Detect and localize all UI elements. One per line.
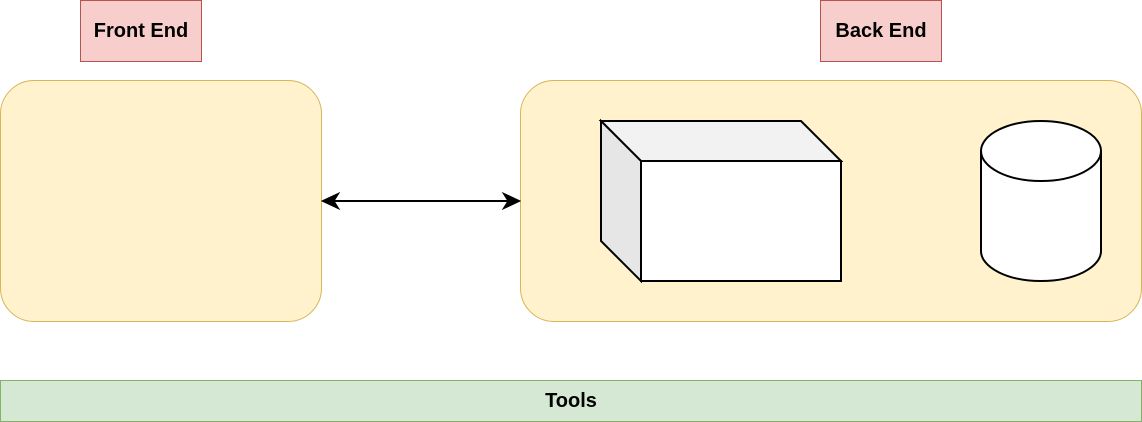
tools-label: Tools: [545, 389, 597, 412]
cylinder-top: [980, 120, 1102, 182]
front-end-label[interactable]: Front End: [80, 0, 202, 62]
cube-top-face: [598, 120, 844, 162]
server-cube-icon[interactable]: [598, 118, 844, 284]
database-cylinder-icon[interactable]: [980, 120, 1102, 282]
bidirectional-arrow[interactable]: [320, 191, 522, 211]
arrowhead-right: [501, 191, 522, 211]
front-end-label-text: Front End: [93, 19, 189, 42]
tools-bar[interactable]: Tools: [0, 380, 1142, 422]
back-end-label-text: Back End: [835, 19, 927, 42]
arrowhead-left: [320, 191, 341, 211]
cylinder-body: [980, 151, 1102, 282]
front-end-container[interactable]: [0, 80, 322, 322]
cube-front-face: [640, 160, 842, 282]
back-end-label[interactable]: Back End: [820, 0, 942, 62]
